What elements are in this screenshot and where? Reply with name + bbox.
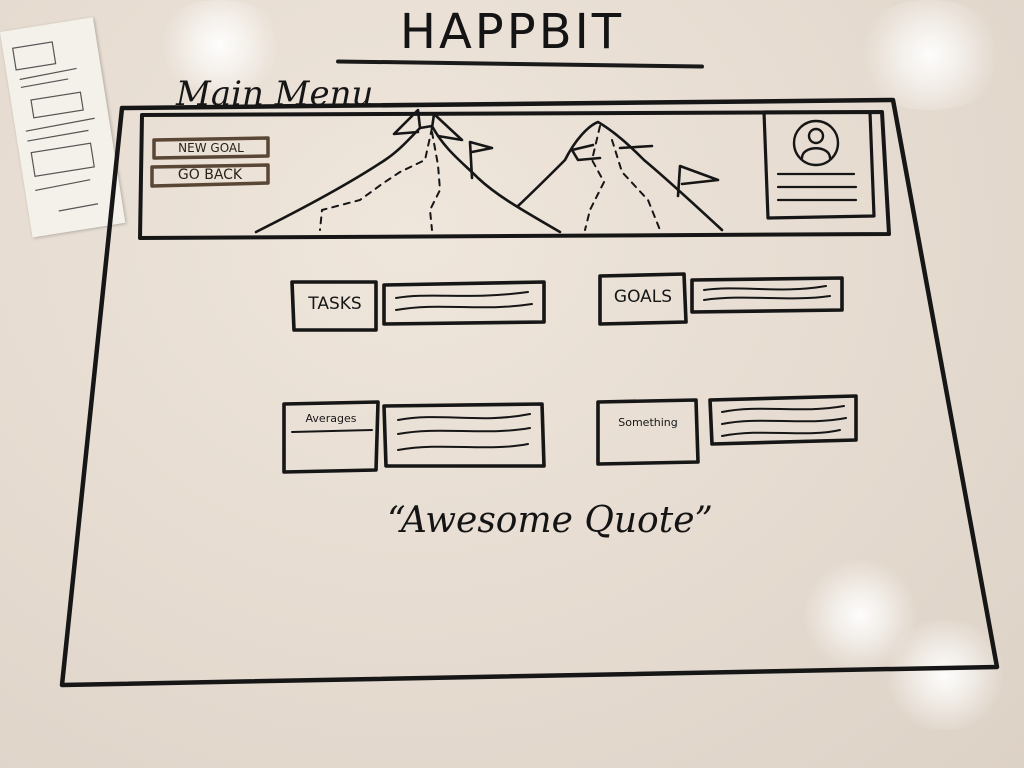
- goals-tile[interactable]: GOALS: [613, 287, 673, 307]
- user-avatar-icon: [792, 119, 840, 167]
- averages-underline: [291, 429, 373, 433]
- averages-tile-outline: [282, 400, 380, 474]
- tasks-tile-outline: [290, 280, 378, 332]
- profile-card-outline: [762, 110, 876, 220]
- app-title: HAPPBIT: [399, 4, 625, 60]
- mountains-with-flags-icon: [254, 108, 724, 234]
- tasks-tile[interactable]: TASKS: [308, 294, 362, 314]
- header-banner: [138, 110, 891, 240]
- side-note-scribbles: [12, 41, 99, 212]
- new-goal-button[interactable]: NEW GOAL: [178, 141, 244, 155]
- screen-frame: [59, 97, 1000, 688]
- averages-detail-box: [382, 402, 546, 468]
- new-goal-button-outline: [152, 136, 270, 160]
- go-back-button[interactable]: GO BACK: [177, 167, 243, 183]
- go-back-button-outline: [150, 163, 270, 188]
- something-tile[interactable]: Something: [618, 416, 678, 429]
- something-detail-box: [708, 394, 858, 446]
- something-tile-outline: [596, 398, 700, 466]
- goals-detail-box: [690, 276, 844, 314]
- goals-tile-outline: [598, 272, 688, 326]
- awesome-quote: “Awesome Quote”: [387, 500, 713, 541]
- averages-tile[interactable]: Averages: [305, 412, 357, 425]
- tasks-detail-box: [382, 280, 546, 326]
- side-paper-note: [0, 17, 126, 238]
